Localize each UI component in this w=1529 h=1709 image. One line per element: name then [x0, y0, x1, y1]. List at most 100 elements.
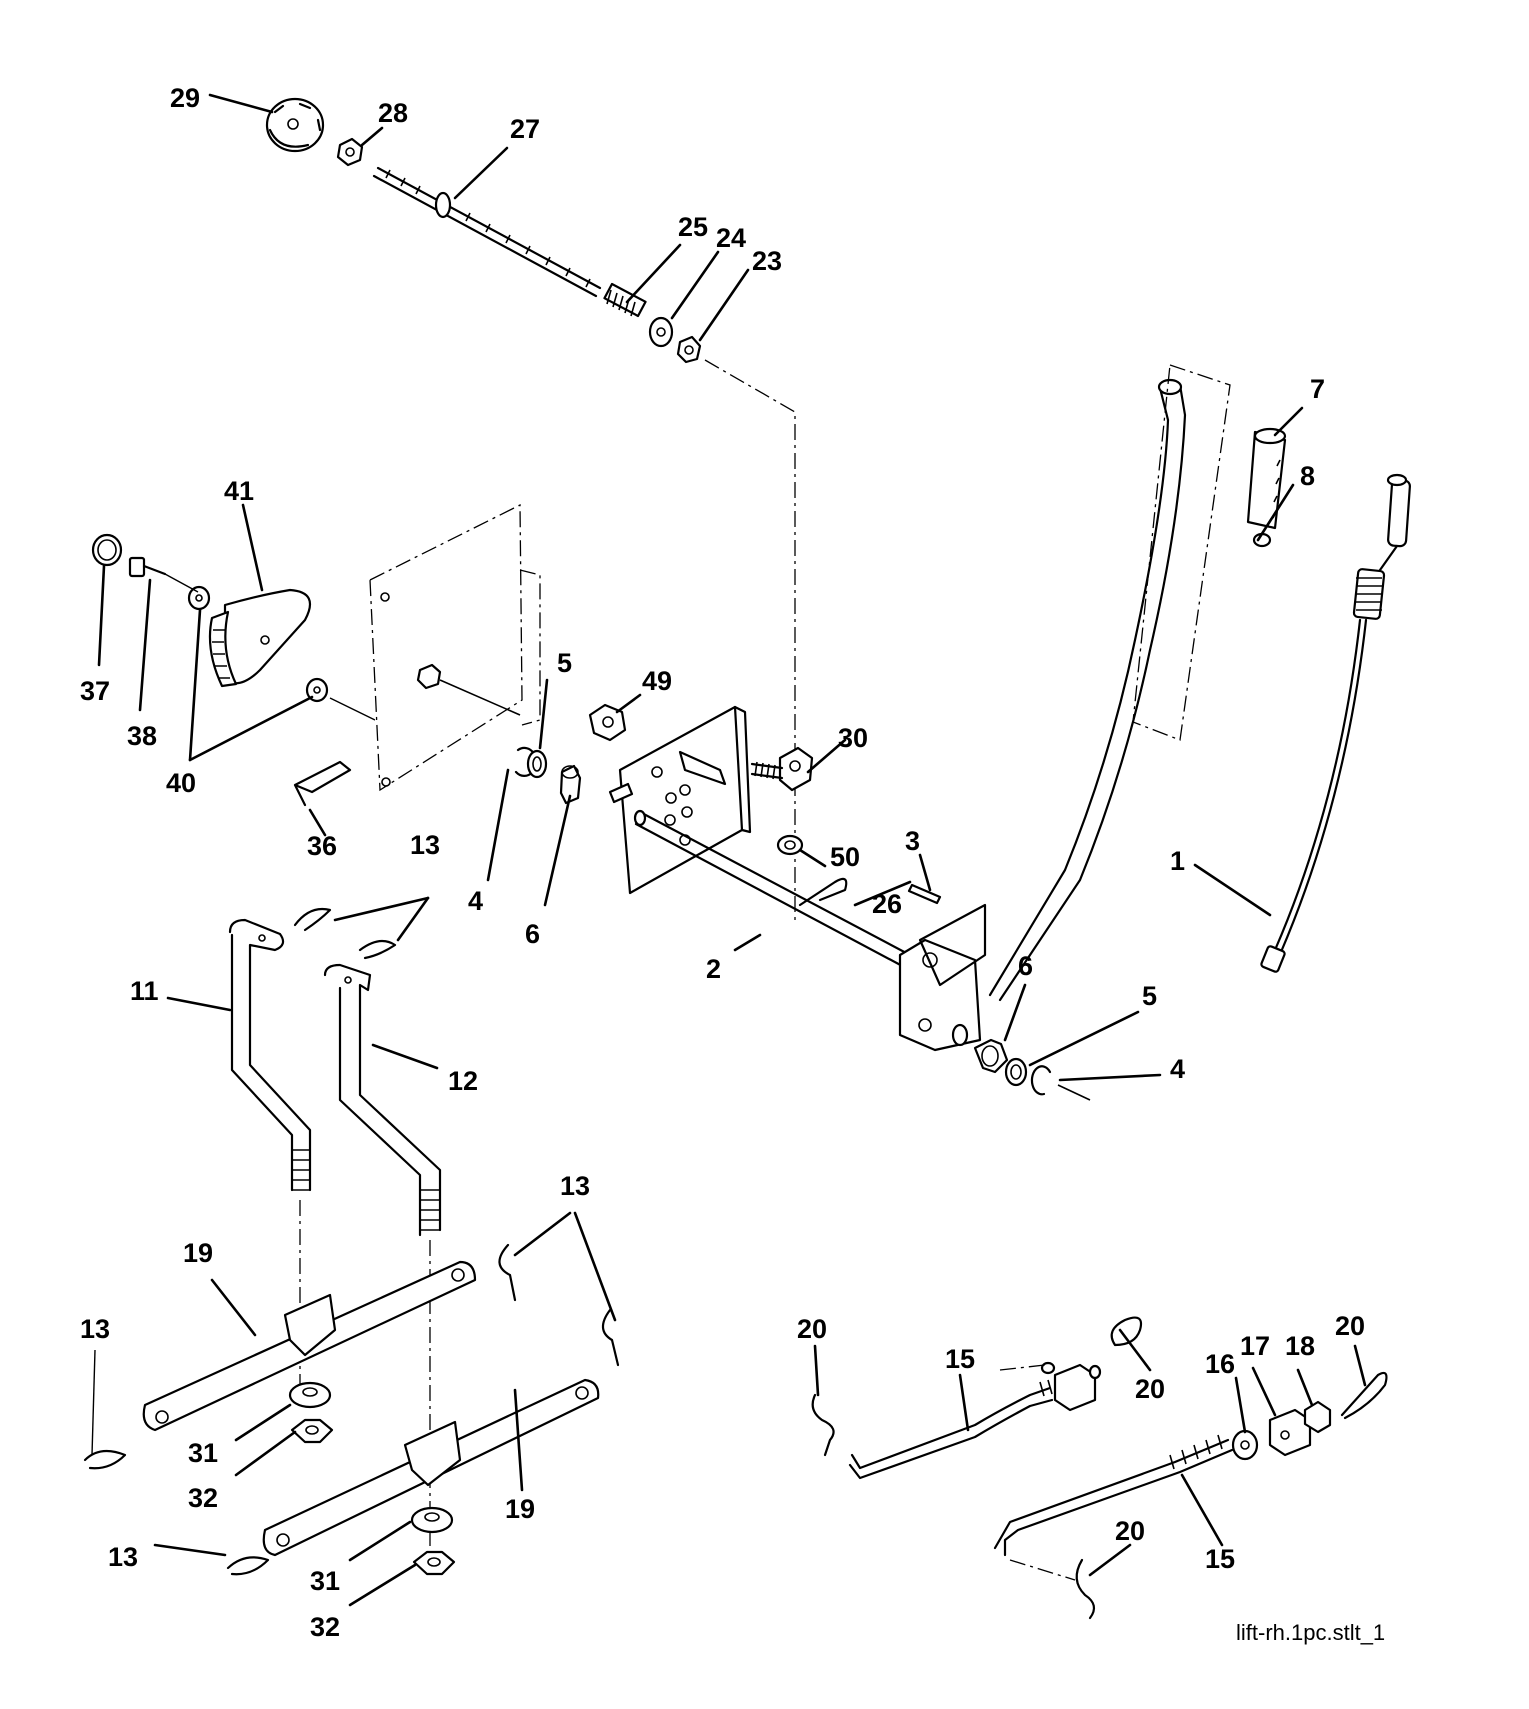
part-31-bushing-a — [288, 1381, 332, 1409]
callout-30: 30 — [838, 723, 868, 753]
part-30-swivel — [750, 746, 814, 792]
callout-15-lower: 15 — [1205, 1544, 1235, 1574]
callout-27: 27 — [510, 114, 540, 144]
callout-4-left: 4 — [468, 886, 483, 916]
part-13-hairpin-b — [358, 939, 397, 960]
part-19-lift-arm-a — [142, 1260, 477, 1432]
part-7-handle-grip — [1246, 427, 1287, 530]
part-2-lift-shaft — [608, 705, 912, 970]
callout-4-right: 4 — [1170, 1054, 1185, 1084]
part-26-hairpin — [798, 877, 848, 907]
part-13-hairpin-d — [601, 1308, 620, 1367]
part-37-ring — [91, 533, 123, 567]
callout-23: 23 — [752, 246, 782, 276]
callout-11: 11 — [130, 976, 159, 1006]
callout-6-right: 6 — [1018, 951, 1033, 981]
callout-29: 29 — [170, 83, 200, 113]
part-20-clip-b — [1110, 1316, 1143, 1347]
callout-20-right: 20 — [1335, 1311, 1365, 1341]
part-3-pin — [907, 883, 942, 905]
callout-13-left: 13 — [80, 1314, 110, 1344]
part-19-lift-arm-b — [262, 1378, 600, 1557]
part-6-bushing-left — [559, 764, 582, 805]
callout-38: 38 — [127, 721, 157, 751]
callout-24: 24 — [716, 223, 746, 253]
part-15-rod-a — [848, 1377, 1061, 1480]
part-16-washer — [1231, 1429, 1259, 1461]
callout-6-left: 6 — [525, 919, 540, 949]
callout-19-top: 19 — [183, 1238, 213, 1268]
callout-28: 28 — [378, 98, 408, 128]
part-27-threaded-rod — [372, 166, 602, 298]
part-5-washer-right — [1004, 1057, 1028, 1087]
callout-18: 18 — [1285, 1331, 1315, 1361]
lift-lever — [988, 378, 1187, 1002]
part-13-hairpin-a — [293, 907, 332, 932]
part-23-nut — [676, 335, 702, 364]
callout-8: 8 — [1300, 461, 1315, 491]
callout-32-top: 32 — [188, 1483, 218, 1513]
part-25-spring — [603, 282, 647, 318]
part-11-lift-link — [228, 918, 312, 1192]
part-13-hairpin-e — [83, 1449, 127, 1470]
part-15-rod-b — [993, 1434, 1234, 1557]
frame-bracket — [369, 503, 541, 792]
callout-20-lower: 20 — [1115, 1516, 1145, 1546]
callout-1: 1 — [1170, 846, 1185, 876]
part-31-bushing-b — [410, 1506, 454, 1534]
part-20-clip-c — [1340, 1371, 1388, 1420]
callout-20-left: 20 — [797, 1314, 827, 1344]
part-40-washer-b — [305, 677, 329, 703]
part-20-clip-a — [811, 1393, 835, 1457]
callout-40: 40 — [166, 768, 196, 798]
grip-outline — [1132, 364, 1231, 741]
callout-17: 17 — [1240, 1331, 1270, 1361]
part-28-nut — [336, 137, 364, 167]
part-20-clip-d — [1075, 1558, 1096, 1620]
part-17-swivel-block — [1268, 1408, 1312, 1457]
part-13-hairpin-c — [498, 1243, 517, 1302]
callout-16: 16 — [1205, 1349, 1235, 1379]
callout-13-top: 13 — [410, 830, 440, 860]
part-4-retainer-right — [1030, 1065, 1091, 1101]
callout-37: 37 — [80, 676, 110, 706]
swivel-block-a — [1040, 1361, 1102, 1412]
callout-12: 12 — [448, 1066, 478, 1096]
part-12-lift-link — [323, 963, 442, 1237]
part-18-nut — [1303, 1400, 1332, 1434]
part-36-clip — [293, 760, 352, 807]
callout-3: 3 — [905, 826, 920, 856]
part-5-washer-left — [526, 749, 548, 779]
callout-31-bottom: 31 — [310, 1566, 340, 1596]
part-24-washer — [648, 316, 674, 348]
callout-32-bottom: 32 — [310, 1612, 340, 1642]
callout-13-bottom: 13 — [108, 1542, 138, 1572]
callout-7: 7 — [1310, 374, 1325, 404]
callout-41: 41 — [224, 476, 254, 506]
part-13-hairpin-f — [226, 1556, 270, 1576]
callout-19-bottom: 19 — [505, 1494, 535, 1524]
pivot-bracket — [898, 903, 987, 1052]
leader-lines — [91, 93, 1367, 1607]
callout-2: 2 — [706, 954, 721, 984]
part-41-cam — [208, 588, 312, 688]
callout-49: 49 — [642, 666, 672, 696]
callout-36: 36 — [307, 831, 337, 861]
callout-25: 25 — [678, 212, 708, 242]
part-40-washer-a — [187, 585, 211, 611]
callout-13-mid: 13 — [560, 1171, 590, 1201]
drawing-reference: lift-rh.1pc.stlt_1 — [1236, 1620, 1385, 1645]
part-32-nut-b — [412, 1550, 456, 1576]
part-38-bolt — [128, 556, 167, 578]
part-50-lock-washer — [776, 834, 804, 856]
bracket-bushing — [416, 663, 521, 716]
part-1-cable — [1260, 473, 1411, 973]
callout-5-left: 5 — [557, 648, 572, 678]
callout-15-upper: 15 — [945, 1344, 975, 1374]
part-32-nut-a — [290, 1418, 334, 1444]
callout-26: 26 — [872, 889, 902, 919]
part-6-bushing-right — [973, 1038, 1009, 1074]
callout-20-mid: 20 — [1135, 1374, 1165, 1404]
part-29-knob — [265, 97, 325, 153]
